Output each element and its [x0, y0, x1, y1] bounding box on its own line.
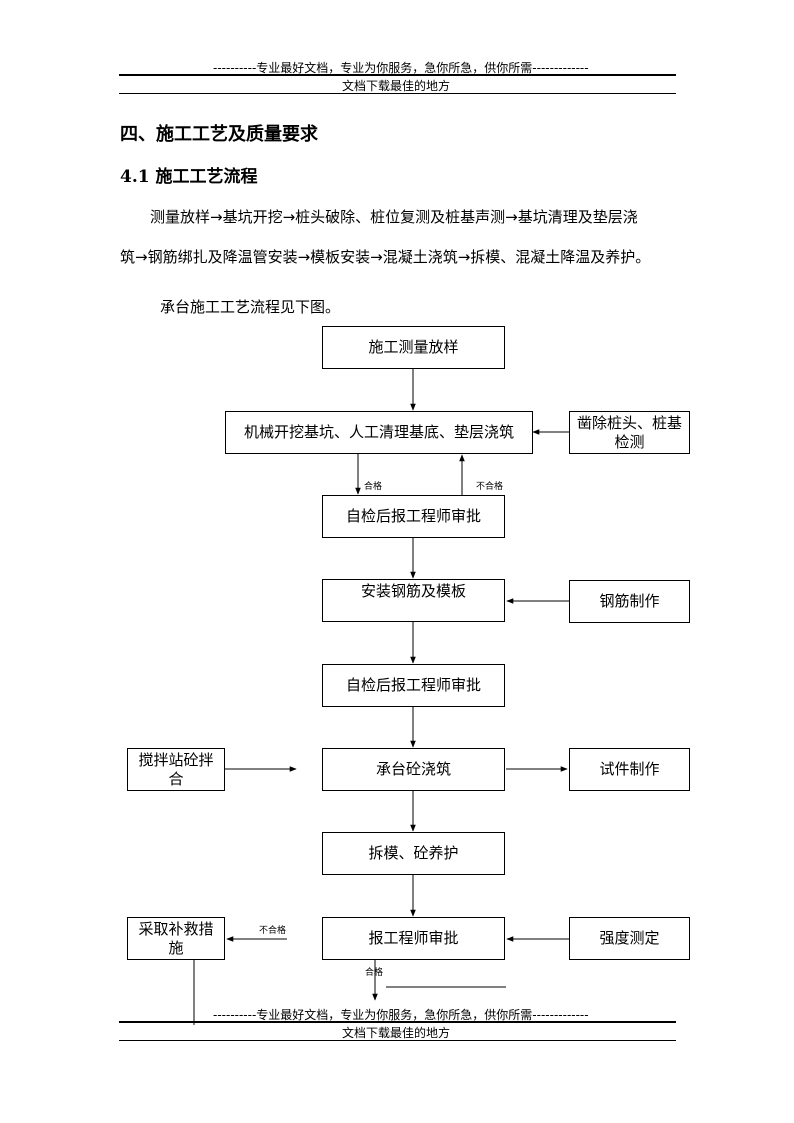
figure-caption: 承台施工工艺流程见下图。: [160, 298, 341, 316]
header-rule-top: [119, 74, 676, 76]
tag-pass-1: 合格: [364, 482, 383, 492]
process-paragraph-line-1: 测量放样→基坑开挖→桩头破除、桩位复测及桩基声测→基坑清理及垫层浇: [150, 208, 638, 226]
box-pour-label: 承台砼浇筑: [375, 760, 451, 778]
box-inspect-1-label: 自检后报工程师审批: [345, 507, 481, 525]
box-rebar: 钢筋制作: [569, 580, 690, 623]
tag-fail-1: 不合格: [476, 482, 504, 492]
box-install: 安装钢筋及模板: [322, 579, 505, 622]
box-pour: 承台砼浇筑: [322, 748, 505, 791]
box-pile-testing-line-2: 检测: [614, 432, 645, 451]
box-specimen-label: 试件制作: [599, 760, 660, 778]
process-paragraph-line-2: 筑→钢筋绑扎及降温管安装→模板安装→混凝土浇筑→拆模、混凝土降温及养护。: [120, 248, 651, 266]
box-specimen: 试件制作: [569, 748, 690, 791]
tag-fail-2: 不合格: [259, 926, 287, 936]
box-mixing-line-1: 搅拌站砼拌: [138, 750, 214, 769]
box-excavate-label: 机械开挖基坑、人工清理基底、垫层浇筑: [243, 423, 514, 441]
header-rule-bottom: [119, 93, 676, 94]
box-pile-testing: 凿除桩头、桩基 检测: [569, 411, 690, 454]
box-demold: 拆模、砼养护: [322, 832, 505, 875]
box-pile-testing-line-1: 凿除桩头、桩基: [576, 413, 682, 432]
box-remedy: 采取补救措 施: [127, 917, 225, 960]
footer-subtitle: 文档下载最佳的地方: [342, 1026, 451, 1040]
footer-slogan: ----------专业最好文档，专业为你服务，急你所急，供你所需-------…: [213, 1008, 589, 1022]
header-slogan: ----------专业最好文档，专业为你服务，急你所急，供你所需-------…: [213, 61, 589, 75]
box-inspect-1: 自检后报工程师审批: [322, 495, 505, 538]
box-remedy-line-1: 采取补救措: [138, 919, 214, 938]
footer-rule-top: [119, 1021, 676, 1023]
section-subtitle: 4.1 施工工艺流程: [120, 167, 258, 187]
box-survey-label: 施工测量放样: [368, 338, 459, 356]
box-inspect-2-label: 自检后报工程师审批: [345, 676, 481, 694]
box-survey: 施工测量放样: [322, 326, 505, 369]
box-strength-label: 强度测定: [599, 929, 660, 947]
section-title: 四、施工工艺及质量要求: [120, 124, 318, 145]
box-excavate: 机械开挖基坑、人工清理基底、垫层浇筑: [225, 411, 533, 454]
box-rebar-label: 钢筋制作: [599, 592, 660, 610]
box-install-label: 安装钢筋及模板: [360, 582, 466, 600]
box-demold-label: 拆模、砼养护: [368, 844, 459, 862]
tag-pass-2: 合格: [365, 968, 384, 978]
box-strength: 强度测定: [569, 917, 690, 960]
box-mixing: 搅拌站砼拌 合: [127, 748, 225, 791]
box-mixing-line-2: 合: [168, 769, 184, 788]
box-inspect-2: 自检后报工程师审批: [322, 664, 505, 707]
box-remedy-line-2: 施: [168, 938, 184, 957]
header-subtitle: 文档下载最佳的地方: [342, 79, 451, 93]
box-approve-label: 报工程师审批: [368, 929, 459, 947]
footer-rule-bottom: [119, 1040, 676, 1041]
box-approve: 报工程师审批: [322, 917, 505, 960]
